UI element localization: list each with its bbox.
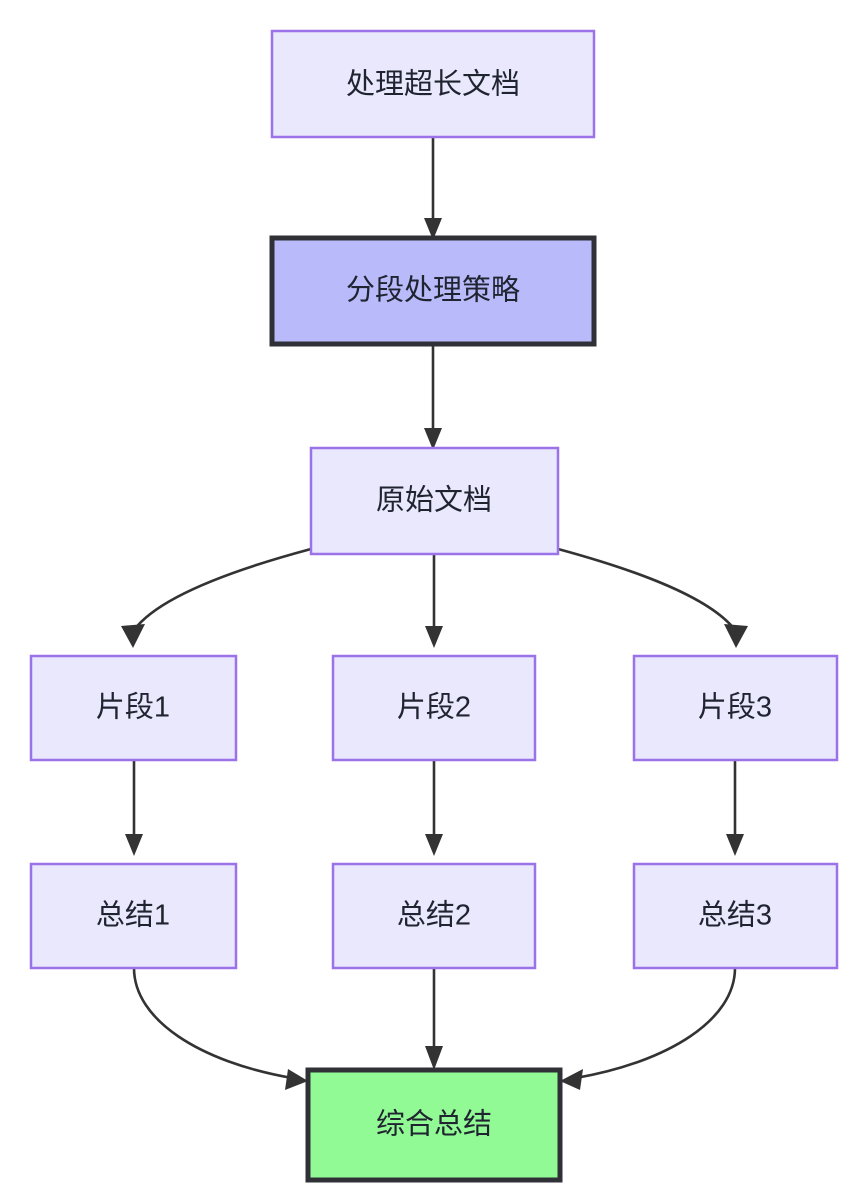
- arrowhead-icon: [724, 624, 748, 648]
- node-fragment-1[interactable]: 片段1: [29, 654, 238, 762]
- edge-summary2-to-final: [425, 968, 443, 1070]
- node-fragment-3[interactable]: 片段3: [632, 654, 839, 762]
- arrowhead-icon: [425, 834, 443, 856]
- arrowhead-icon: [726, 834, 744, 856]
- node-box[interactable]: [269, 235, 597, 347]
- node-process-long-document[interactable]: 处理超长文档: [270, 29, 596, 139]
- edge-curve: [575, 967, 737, 1080]
- edge-summary3-to-final: [560, 967, 737, 1090]
- edge-source-to-fragment1: [121, 547, 312, 648]
- node-source-document[interactable]: 原始文档: [309, 446, 560, 556]
- arrowhead-icon: [125, 834, 143, 856]
- node-chunking-strategy[interactable]: 分段处理策略: [269, 235, 597, 347]
- node-summary-3[interactable]: 总结3: [632, 862, 839, 970]
- node-final-summary[interactable]: 综合总结: [305, 1067, 563, 1183]
- arrowhead-icon: [425, 1046, 443, 1070]
- edge-source-to-fragment3: [557, 547, 748, 648]
- node-box[interactable]: [305, 1067, 563, 1183]
- node-box[interactable]: [331, 862, 537, 970]
- node-summary-2[interactable]: 总结2: [331, 862, 537, 970]
- node-layer: 处理超长文档 分段处理策略 原始文档 片段1 片段2 片段3: [29, 29, 839, 1183]
- edge-curve: [132, 967, 293, 1080]
- node-box[interactable]: [29, 654, 238, 762]
- edge-strategy-to-source: [424, 344, 442, 450]
- edge-fragment2-to-summary2: [425, 760, 443, 856]
- edge-fragment1-to-summary1: [125, 760, 143, 856]
- edge-summary1-to-final: [132, 967, 308, 1090]
- arrowhead-icon: [424, 428, 442, 450]
- edge-fragment3-to-summary3: [726, 760, 744, 856]
- node-fragment-2[interactable]: 片段2: [331, 654, 537, 762]
- node-box[interactable]: [309, 446, 560, 556]
- node-box[interactable]: [270, 29, 596, 139]
- node-box[interactable]: [632, 862, 839, 970]
- edge-curve: [557, 547, 737, 631]
- edge-process-to-strategy: [424, 137, 442, 240]
- node-box[interactable]: [331, 654, 537, 762]
- arrowhead-icon: [285, 1069, 308, 1090]
- edge-layer: [121, 137, 748, 1090]
- arrowhead-icon: [425, 626, 443, 648]
- arrowhead-icon: [121, 624, 145, 648]
- arrowhead-icon: [560, 1069, 583, 1090]
- node-box[interactable]: [632, 654, 839, 762]
- node-box[interactable]: [29, 862, 238, 970]
- edge-curve: [132, 547, 312, 631]
- arrowhead-icon: [424, 218, 442, 240]
- node-summary-1[interactable]: 总结1: [29, 862, 238, 970]
- edge-source-to-fragment2: [425, 554, 443, 648]
